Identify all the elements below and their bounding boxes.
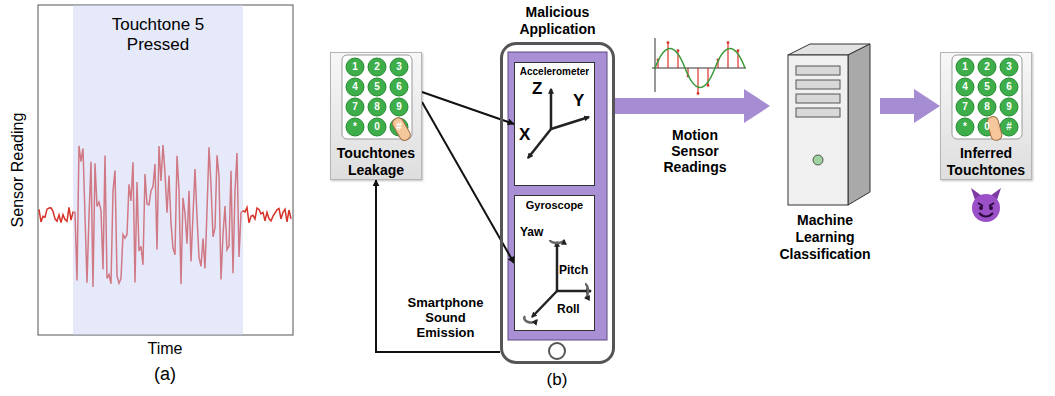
keypad-panel: Inferred Touchtones 123 456 789 *0# bbox=[940, 52, 1032, 180]
key-digit: 7 bbox=[956, 98, 974, 116]
server-icon bbox=[770, 40, 880, 210]
gyroscope-box: GyroscopeYawPitchRoll bbox=[514, 195, 595, 331]
connector-label: Smartphone Sound Emission bbox=[398, 296, 493, 341]
keypad-panel: Touchtones Leakage 123 456 789 *0# bbox=[330, 52, 422, 180]
node-label: Inferred Touchtones bbox=[941, 145, 1031, 179]
key-digit: 8 bbox=[368, 98, 386, 116]
key-digit: 8 bbox=[978, 98, 996, 116]
node-label: Touchtone 5 Pressed bbox=[73, 15, 243, 56]
server: Machine Learning Classification bbox=[770, 40, 880, 265]
axis-title: Sensor Reading bbox=[8, 113, 27, 228]
key-digit: 6 bbox=[1000, 78, 1018, 96]
panel-label: (b) bbox=[547, 370, 568, 390]
axis-letter: Y bbox=[573, 91, 584, 111]
plot-frame bbox=[38, 5, 293, 335]
accelerometer-box: AccelerometerZ X Y bbox=[514, 62, 595, 186]
node-heading: Malicious Application bbox=[503, 4, 612, 38]
key-digit: * bbox=[956, 118, 974, 136]
key-digit: 6 bbox=[390, 78, 408, 96]
key-digit: 2 bbox=[368, 58, 386, 76]
key-digit: * bbox=[346, 118, 364, 136]
key-digit: 9 bbox=[1000, 98, 1018, 116]
key-digit: 3 bbox=[390, 58, 408, 76]
rotation-label: Roll bbox=[557, 302, 580, 316]
key-digit: 0 bbox=[978, 118, 996, 136]
flow-arrow bbox=[615, 89, 770, 123]
key-digit: 5 bbox=[368, 78, 386, 96]
axis-letter: Z bbox=[532, 79, 542, 99]
rotation-label: Pitch bbox=[559, 263, 588, 277]
panel-label: (a) bbox=[154, 364, 176, 386]
rotation-label: Yaw bbox=[520, 225, 543, 239]
key-digit: 2 bbox=[978, 58, 996, 76]
devil-emoji bbox=[971, 188, 1001, 222]
key-digit: 4 bbox=[346, 78, 364, 96]
node-label: Machine Learning Classification bbox=[770, 212, 880, 262]
key-digit: 7 bbox=[346, 98, 364, 116]
key-digit: # bbox=[390, 118, 408, 136]
key-digit: 3 bbox=[1000, 58, 1018, 76]
node-label: Touchtones Leakage bbox=[331, 145, 421, 179]
flow-arrow bbox=[880, 89, 940, 123]
key-digit: 1 bbox=[956, 58, 974, 76]
connector-arrow bbox=[376, 180, 500, 352]
connector-label: Motion Sensor Readings bbox=[650, 127, 740, 175]
key-digit: 5 bbox=[978, 78, 996, 96]
key-digit: 0 bbox=[368, 118, 386, 136]
node-label: Accelerometer bbox=[515, 66, 594, 78]
key-digit: # bbox=[1000, 118, 1018, 136]
waveform-icon bbox=[652, 38, 746, 95]
event-band: Touchtone 5 Pressed bbox=[73, 5, 243, 335]
key-digit: 9 bbox=[390, 98, 408, 116]
smartphone: AccelerometerZXYGyroscopeYawPitchRollMal… bbox=[500, 42, 615, 364]
key-digit: 4 bbox=[956, 78, 974, 96]
phone-screen bbox=[508, 52, 607, 340]
key-digit: 1 bbox=[346, 58, 364, 76]
axis-title: Time bbox=[148, 339, 183, 358]
node-label: Gyroscope bbox=[515, 199, 594, 212]
axis-letter: X bbox=[519, 125, 530, 145]
home-button bbox=[549, 343, 565, 359]
